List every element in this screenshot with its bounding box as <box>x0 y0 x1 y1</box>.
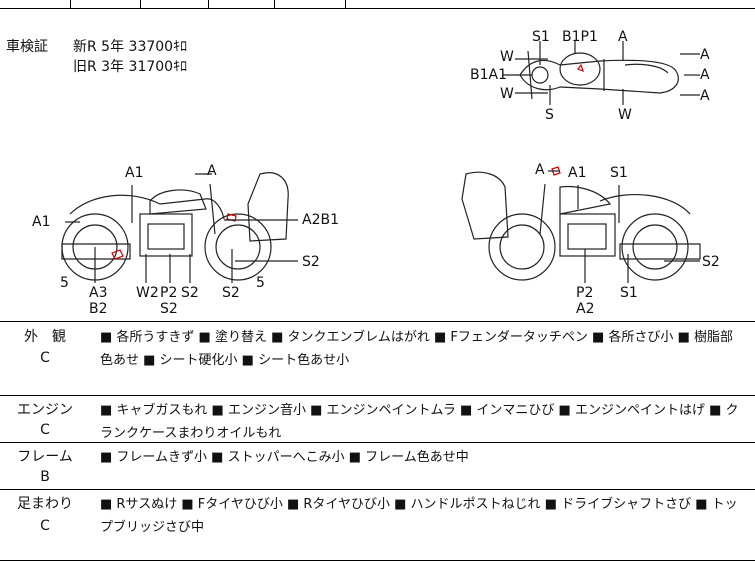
section-text: ■ キャブガスもれ ■ エンジン音小 ■ エンジンペイントムラ ■ インマニひび… <box>100 403 739 441</box>
inspection-new: 新R 5年 33700ｷﾛ <box>73 39 188 55</box>
left-label: S2 <box>181 285 199 301</box>
left-label: A1 <box>125 165 144 181</box>
inspection-old: 旧R 3年 31700ｷﾛ <box>73 59 188 75</box>
section-exterior: 外 観 C ■ 各所うすきず ■ 塗り替え ■ タンクエンブレムはがれ ■ Fフ… <box>0 321 755 396</box>
left-label: S2 <box>160 301 178 317</box>
top-view-drawing <box>503 41 700 105</box>
right-label: A1 <box>568 165 587 181</box>
top-label: S1 <box>532 29 550 45</box>
divider <box>208 0 209 8</box>
top-label: S <box>545 107 554 123</box>
section-grade: C <box>40 422 50 438</box>
top-label: A <box>618 29 628 45</box>
left-label: A3 <box>89 285 108 301</box>
left-label: 5 <box>256 275 265 291</box>
divider <box>345 0 346 8</box>
section-frame: フレーム B ■ フレームきず小 ■ ストッパーへこみ小 ■ フレーム色あせ中 <box>0 442 755 490</box>
damage-diagram-area: 車検証 新R 5年 33700ｷﾛ 旧R 3年 31700ｷﾛ <box>0 9 755 321</box>
divider <box>274 0 275 8</box>
top-label: W <box>500 86 514 102</box>
left-label: S2 <box>302 254 320 270</box>
right-side-drawing <box>461 166 701 283</box>
left-label: B2 <box>89 301 108 317</box>
section-text: ■ 各所うすきず ■ 塗り替え ■ タンクエンブレムはがれ ■ Fフェンダータッ… <box>100 330 733 368</box>
section-name: 外 観 <box>24 329 66 345</box>
section-text: ■ フレームきず小 ■ ストッパーへこみ小 ■ フレーム色あせ中 <box>100 450 469 465</box>
left-label: S2 <box>222 285 240 301</box>
top-label: A <box>700 88 710 104</box>
right-label: P2 <box>576 285 594 301</box>
right-label: S1 <box>610 165 628 181</box>
top-label: B1P1 <box>562 29 598 45</box>
left-label: A <box>207 163 217 179</box>
divider <box>140 0 141 8</box>
section-grade: C <box>40 518 50 534</box>
section-grade: C <box>40 350 50 366</box>
top-label: A <box>700 47 710 63</box>
divider <box>70 0 71 8</box>
inspection-label: 車検証 <box>6 39 48 55</box>
top-label: W <box>618 107 632 123</box>
left-label: W2 <box>136 285 159 301</box>
motorcycle-diagrams <box>61 41 701 283</box>
section-engine: エンジン C ■ キャブガスもれ ■ エンジン音小 ■ エンジンペイントムラ ■… <box>0 395 755 443</box>
right-label: S1 <box>620 285 638 301</box>
top-label: A <box>700 67 710 83</box>
section-suspension: 足まわり C ■ Rサスぬけ ■ Fタイヤひび小 ■ Rタイヤひび小 ■ ハンド… <box>0 489 755 561</box>
left-label: 5 <box>60 275 69 291</box>
section-name: フレーム <box>17 449 73 465</box>
section-grade: B <box>40 469 50 485</box>
top-label: B1A1 <box>470 67 507 83</box>
top-label: W <box>500 49 514 65</box>
right-label: A2 <box>576 301 595 317</box>
left-label: A2B1 <box>302 212 339 228</box>
section-name: エンジン <box>17 402 73 418</box>
right-label: A <box>535 162 545 178</box>
left-label: A1 <box>32 214 51 230</box>
section-name: 足まわり <box>17 496 73 512</box>
left-side-drawing <box>61 172 298 283</box>
right-label: S2 <box>702 254 720 270</box>
table-top-strip <box>0 0 755 9</box>
left-label: P2 <box>160 285 178 301</box>
section-text: ■ Rサスぬけ ■ Fタイヤひび小 ■ Rタイヤひび小 ■ ハンドルポストねじれ… <box>100 497 738 535</box>
